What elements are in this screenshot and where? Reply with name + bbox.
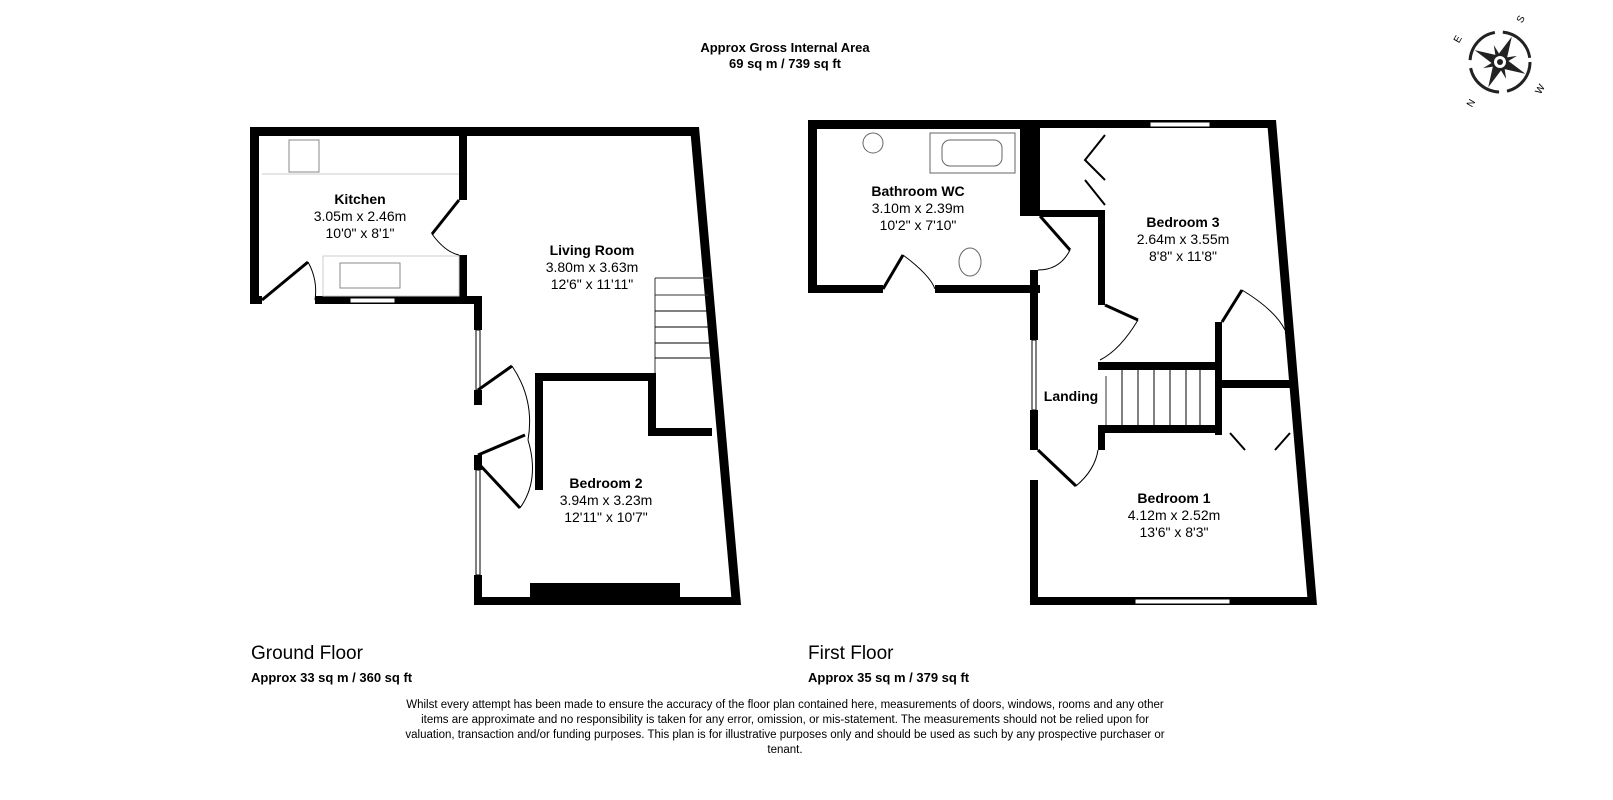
- ground-floor-walls: [250, 127, 741, 605]
- room-imperial: 12'11" x 10'7": [564, 509, 648, 525]
- room-imperial: 13'6" x 8'3": [1139, 524, 1209, 540]
- room-imperial: 8'8" x 11'8": [1149, 248, 1217, 264]
- first-floor-area: Approx 35 sq m / 379 sq ft: [808, 670, 970, 685]
- room-imperial: 10'0" x 8'1": [325, 225, 395, 241]
- room-living-room: Living Room 3.80m x 3.63m 12'6" x 11'11": [546, 242, 639, 293]
- room-name: Landing: [1043, 388, 1099, 404]
- ground-floor-details: [261, 139, 710, 576]
- room-landing: Landing: [1044, 388, 1098, 405]
- ground-floor-area: Approx 33 sq m / 360 sq ft: [251, 670, 413, 685]
- room-name: Living Room: [549, 242, 635, 258]
- room-metric: 3.94m x 3.23m: [559, 492, 653, 508]
- disclaimer: Whilst every attempt has been made to en…: [405, 699, 1165, 756]
- compass-icon: [1468, 30, 1532, 94]
- room-bedroom-2: Bedroom 2 3.94m x 3.23m 12'11" x 10'7": [560, 475, 653, 526]
- room-bedroom-1: Bedroom 1 4.12m x 2.52m 13'6" x 8'3": [1128, 490, 1221, 541]
- gross-area-value: 69 sq m / 739 sq ft: [729, 56, 841, 71]
- room-metric: 4.12m x 2.52m: [1127, 507, 1221, 523]
- room-imperial: 12'6" x 11'11": [550, 276, 634, 292]
- gross-area-title: Approx Gross Internal Area: [700, 40, 870, 55]
- room-name: Kitchen: [334, 191, 386, 207]
- room-metric: 3.05m x 2.46m: [313, 208, 407, 224]
- room-metric: 3.80m x 3.63m: [545, 259, 639, 275]
- room-metric: 3.10m x 2.39m: [871, 200, 965, 216]
- first-floor-label: First Floor: [808, 643, 894, 664]
- room-name: Bathroom WC: [871, 183, 965, 199]
- room-name: Bedroom 3: [1146, 214, 1220, 230]
- ground-floor-label: Ground Floor: [251, 643, 363, 664]
- gross-area-header: Approx Gross Internal Area 69 sq m / 739…: [0, 40, 1570, 72]
- room-bathroom-wc: Bathroom WC 3.10m x 2.39m 10'2" x 7'10": [871, 183, 964, 234]
- room-name: Bedroom 1: [1137, 490, 1211, 506]
- room-kitchen: Kitchen 3.05m x 2.46m 10'0" x 8'1": [314, 191, 407, 242]
- room-name: Bedroom 2: [569, 475, 643, 491]
- first-floor-details: [862, 121, 1291, 605]
- room-bedroom-3: Bedroom 3 2.64m x 3.55m 8'8" x 11'8": [1137, 214, 1230, 265]
- room-metric: 2.64m x 3.55m: [1136, 231, 1230, 247]
- room-imperial: 10'2" x 7'10": [879, 217, 957, 233]
